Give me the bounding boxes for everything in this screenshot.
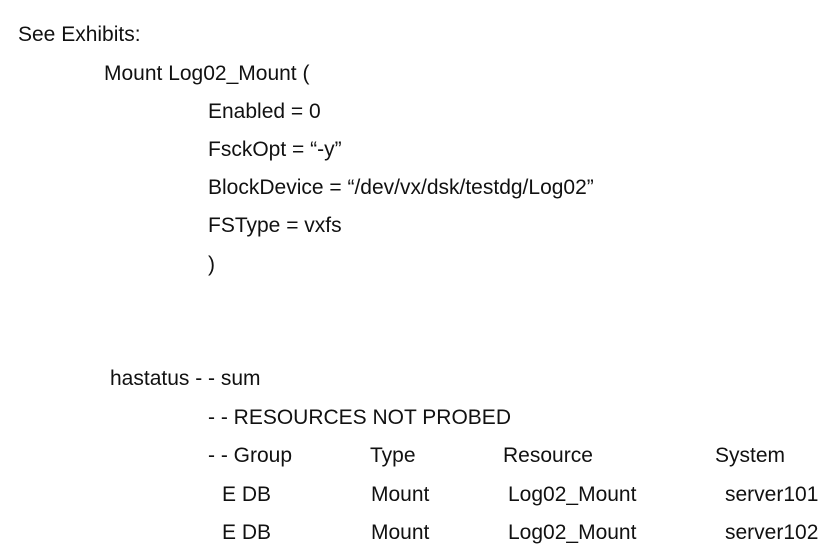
attr-fsckopt: FsckOpt = “-y” bbox=[208, 138, 342, 161]
attr-blockdevice: BlockDevice = “/dev/vx/dsk/testdg/Log02” bbox=[208, 176, 594, 199]
row-type: Mount bbox=[371, 521, 430, 544]
row-group: E DB bbox=[222, 521, 272, 544]
header-type: Type bbox=[370, 444, 416, 467]
header-system: System bbox=[715, 444, 786, 467]
header-resource: Resource bbox=[503, 444, 593, 467]
row-system: server101 bbox=[725, 483, 819, 506]
attr-fstype: FSType = vxfs bbox=[208, 214, 342, 237]
hastatus-command: hastatus - - sum bbox=[110, 367, 261, 390]
row-type: Mount bbox=[371, 483, 430, 506]
mount-open-line: Mount Log02_Mount ( bbox=[104, 62, 310, 85]
not-probed-notice: - - RESOURCES NOT PROBED bbox=[208, 406, 511, 429]
header-group: - - Group bbox=[208, 444, 293, 467]
attr-enabled: Enabled = 0 bbox=[208, 100, 321, 123]
heading: See Exhibits: bbox=[18, 23, 141, 46]
row-resource: Log02_Mount bbox=[508, 521, 637, 544]
row-resource: Log02_Mount bbox=[508, 483, 637, 506]
row-system: server102 bbox=[725, 521, 819, 544]
mount-close-line: ) bbox=[208, 253, 215, 276]
row-group: E DB bbox=[222, 483, 272, 506]
